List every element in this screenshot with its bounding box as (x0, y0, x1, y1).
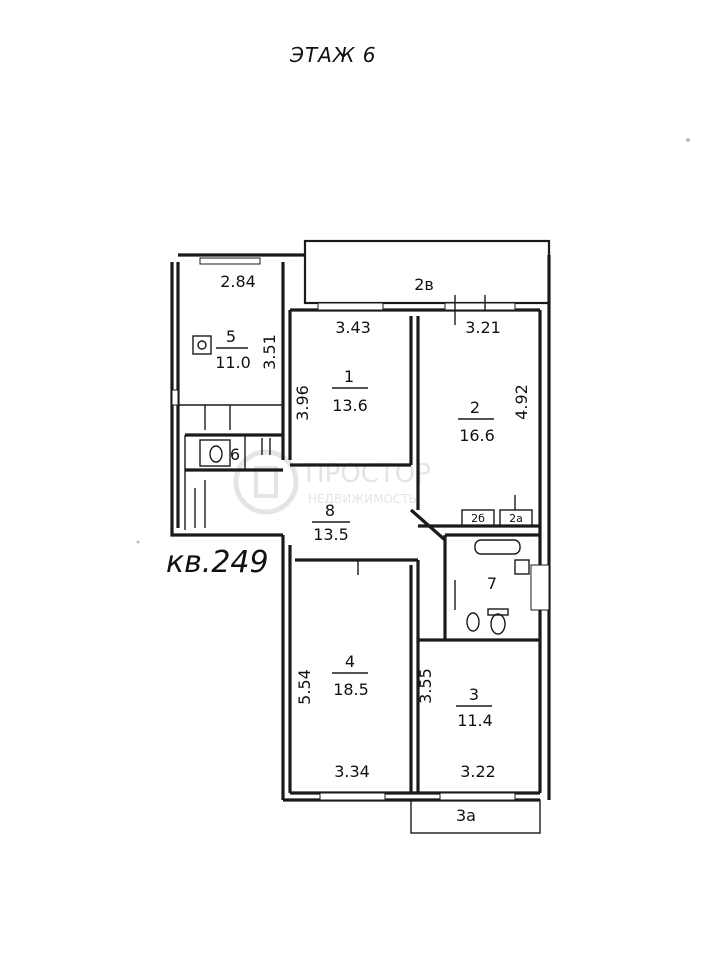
cabinet-2a (499, 509, 533, 527)
scan-speck (686, 138, 690, 142)
room-area: 11.4 (457, 711, 493, 730)
room-number: 8 (325, 501, 335, 520)
door-marks (194, 295, 516, 610)
balcony-label: 2б (471, 512, 485, 525)
sink-icon (514, 559, 530, 575)
toilet-icon (199, 439, 231, 467)
room-area: 13.6 (332, 396, 368, 415)
floor-title: ЭТАЖ 6 (289, 43, 377, 67)
room-number: 4 (345, 652, 355, 671)
room-number: 1 (344, 367, 354, 386)
room-number: 7 (487, 574, 497, 593)
dimension-label: 2.84 (220, 272, 256, 291)
dimension-label: 3.96 (293, 385, 312, 421)
dimension-label: 4.92 (512, 384, 531, 420)
scan-speck (136, 540, 140, 544)
room-labels: 5 11.0 1 13.6 2 16.6 6 8 13.5 7 4 18.5 3… (215, 327, 497, 730)
dimension-label: 3.51 (260, 334, 279, 370)
dimension-label: 3.55 (416, 668, 435, 704)
room-number: 3 (469, 685, 479, 704)
room-number: 6 (230, 445, 240, 464)
balcony-label: 3а (456, 806, 476, 825)
windows (171, 257, 550, 801)
dimension-label: 3.22 (460, 762, 496, 781)
balcony-label: 2в (414, 275, 434, 294)
dimension-label: 3.21 (465, 318, 501, 337)
balcony-labels: 2в 3а 2б 2а (414, 275, 523, 825)
room-number: 2 (470, 398, 480, 417)
apartment-label: кв.249 (166, 545, 269, 580)
watermark-logo-icon (233, 449, 299, 515)
stove-icon (192, 335, 212, 355)
watermark-subtitle: НЕДВИЖИМОСТЬ (308, 492, 417, 506)
room-area: 11.0 (215, 353, 251, 372)
room-area: 18.5 (333, 680, 369, 699)
dimension-label: 3.34 (334, 762, 370, 781)
balcony-label: 2а (509, 512, 523, 525)
dimension-label: 5.54 (295, 669, 314, 705)
room-area: 16.6 (459, 426, 495, 445)
toilet-icon (466, 612, 480, 632)
fixtures (192, 335, 533, 635)
room-area: 13.5 (313, 525, 349, 544)
cabinet-2b (461, 509, 495, 527)
room-number: 5 (226, 327, 236, 346)
bathtub-icon (474, 539, 521, 555)
dimension-label: 3.43 (335, 318, 371, 337)
dimensions: 2.84 3.51 3.43 3.96 3.21 4.92 5.54 3.34 … (220, 272, 531, 781)
sink-icon (490, 613, 506, 635)
